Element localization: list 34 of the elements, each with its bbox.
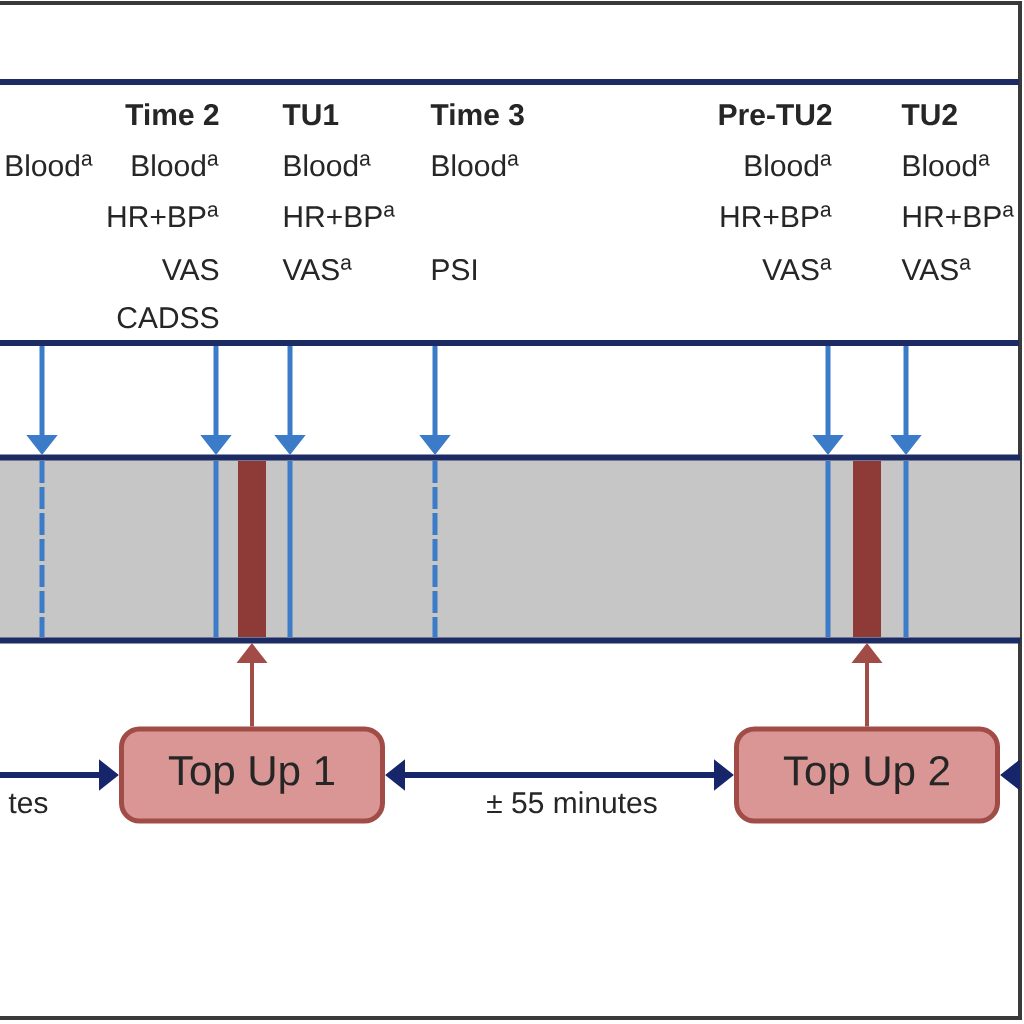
marker-bar xyxy=(853,461,881,637)
measure-label: VAS xyxy=(161,259,219,281)
measure-label: VAS$^{a}$ xyxy=(901,258,971,281)
timeline-band xyxy=(0,454,1021,644)
measure-label: VAS$^{a}$ xyxy=(282,258,352,281)
measure-label: CADSS xyxy=(117,307,219,329)
measure-label: Blood$^{a}$ xyxy=(903,154,990,177)
measure-label: Blood$^{a}$ xyxy=(745,154,832,177)
edge-label: ± 55 minutes xyxy=(484,789,660,816)
column-heading: Pre-TU2 xyxy=(719,104,832,126)
marker-line xyxy=(903,461,909,637)
event-box: Top Up 1 xyxy=(119,726,385,824)
edge-label: tes xyxy=(6,791,51,816)
marker-line xyxy=(432,461,438,637)
measure-label: Blood$^{a}$ xyxy=(284,154,371,177)
measure-label: VAS$^{a}$ xyxy=(762,258,832,281)
marker-line xyxy=(39,461,45,637)
measure-label: HR+BP$^{a}$ xyxy=(108,205,219,227)
event-box: Top Up 2 xyxy=(734,726,1000,824)
column-heading: Time 3 xyxy=(430,103,524,126)
measure-label: HR+BP$^{a}$ xyxy=(903,205,1014,227)
marker-bar xyxy=(238,461,266,637)
measure-label: HR+BP$^{a}$ xyxy=(721,205,832,227)
marker-line xyxy=(825,461,831,637)
column-heading: TU1 xyxy=(282,104,339,126)
marker-line xyxy=(287,461,293,637)
column-heading: Time 2 xyxy=(125,103,219,126)
measure-label: Blood$^{a}$ xyxy=(432,154,519,177)
column-heading: TU2 xyxy=(901,104,957,126)
measure-label: Blood$^{a}$ xyxy=(6,154,93,177)
measure-label: PSI xyxy=(432,259,476,281)
measure-label: Blood$^{a}$ xyxy=(132,154,219,177)
marker-line xyxy=(213,461,219,637)
measure-label: HR+BP$^{a}$ xyxy=(284,205,395,227)
